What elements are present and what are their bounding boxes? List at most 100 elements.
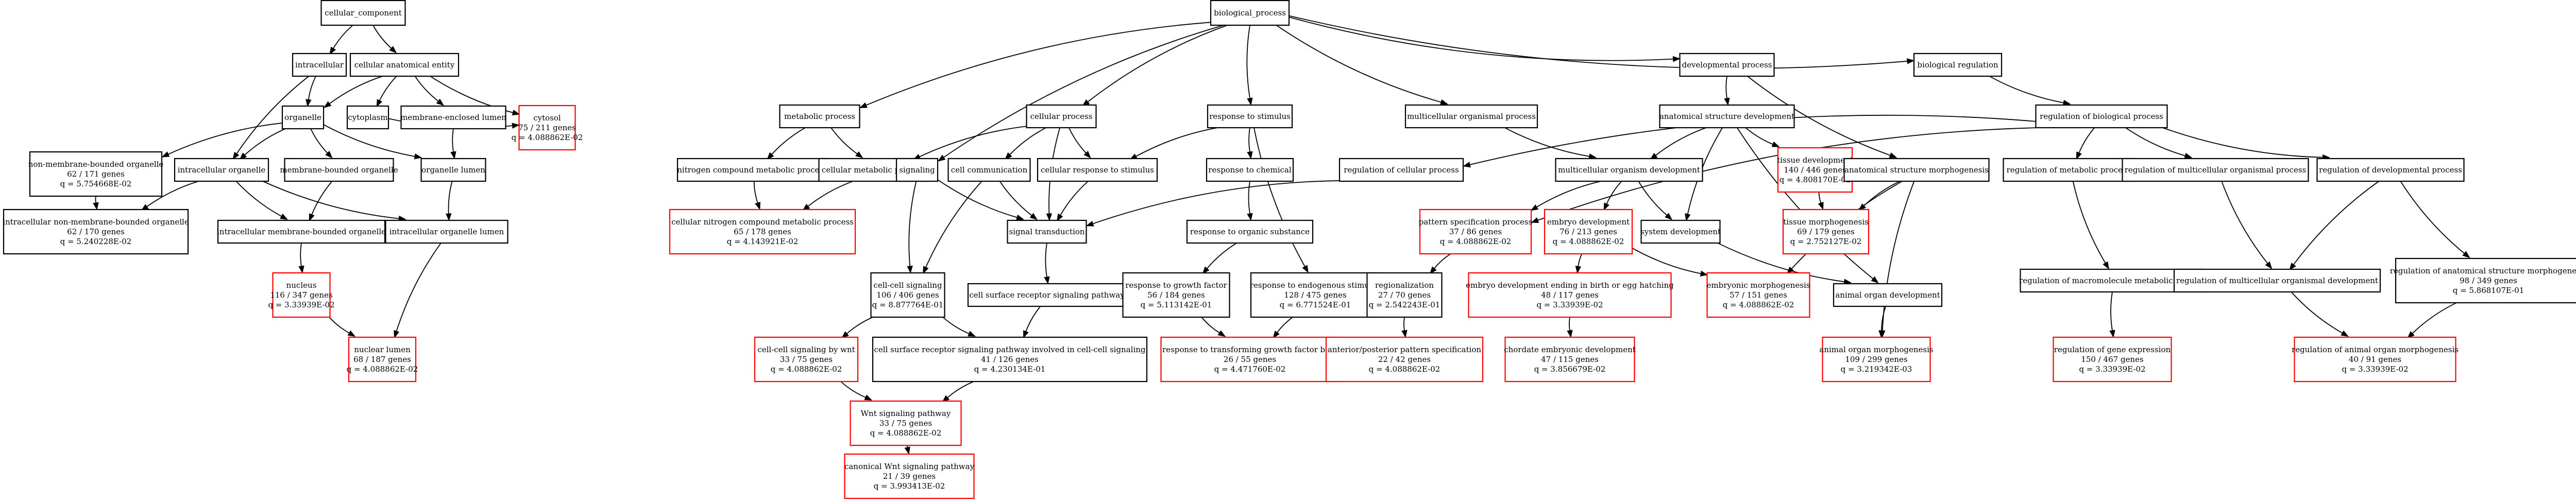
node-cytoplasm: cytoplasm <box>346 105 389 130</box>
edge-multicellular_organism_development-to-pattern_specification_process <box>1530 181 1601 211</box>
edge-intracellular_organelle-to-intracellular_organelle_lumen <box>262 181 406 222</box>
node-response-to-organic-substance: response to organic substance <box>1186 219 1314 244</box>
edge-biological_process-to-signaling <box>937 25 1224 162</box>
node-q-value: q = 4.143921E-02 <box>727 237 799 246</box>
edge-arrowhead <box>1202 266 1210 274</box>
edge-line <box>372 25 392 49</box>
edge-arrowhead <box>1567 330 1573 338</box>
node-gene-count: 76 / 213 genes <box>1560 227 1617 236</box>
node-box <box>1679 53 1775 77</box>
edge-regulation_of_macromolecule_metabolic_process-to-regulation_of_gene_expression <box>2109 291 2115 338</box>
edge-system_development-to-animal_organ_development <box>1717 243 1852 285</box>
edge-arrowhead <box>93 202 99 211</box>
node-gene-count: 47 / 115 genes <box>1541 355 1599 364</box>
edge-line <box>846 317 873 334</box>
node-gene-count: 106 / 406 genes <box>876 290 939 300</box>
edge-arrowhead <box>512 110 520 116</box>
node-regulation-of-multicellular-organismal-process: regulation of multicellular organismal p… <box>2122 158 2309 182</box>
node-term-label: cytoplasm <box>348 113 387 122</box>
edge-line <box>943 25 1224 158</box>
edge-arrowhead <box>1029 213 1038 220</box>
node-q-value: q = 5.113142E-01 <box>1141 300 1212 309</box>
edge-line <box>235 181 282 217</box>
node-term-label: cellular anatomical entity <box>354 60 455 70</box>
edge-regulation_of_anatomical_structure_morphogenesis-to-regulation_of_animal_organ_morphogenesis <box>2407 302 2457 339</box>
node-term-label: cell surface receptor signaling pathway … <box>874 345 1145 354</box>
edge-line <box>1569 317 1570 331</box>
node-anatomical-structure-morphogenesis: anatomical structure morphogenesis <box>1843 158 1990 182</box>
edge-animal_organ_development-to-animal_organ_morphogenesis <box>1878 306 1886 338</box>
edge-line <box>771 127 806 155</box>
node-box <box>947 158 1031 182</box>
edge-line <box>1818 192 1822 203</box>
node-box <box>2053 336 2172 383</box>
edge-line <box>1045 243 1047 278</box>
node-term-label: regulation of cellular process <box>1344 165 1459 175</box>
edge-arrowhead <box>1724 97 1730 106</box>
node-q-value: q = 2.542243E-01 <box>1369 300 1440 309</box>
edge-line <box>2221 181 2268 264</box>
edge-arrowhead <box>325 150 333 159</box>
node-box <box>272 272 331 318</box>
node-box <box>1555 158 1703 182</box>
edge-line <box>2293 181 2380 265</box>
node-q-value: q = 5.240228E-02 <box>60 237 132 246</box>
edge-multicellular_organismal_process-to-multicellular_organism_development <box>1504 127 1597 160</box>
edge-arrowhead <box>855 151 863 159</box>
node-q-value: q = 4.088862E-02 <box>512 133 583 142</box>
edge-line <box>311 181 333 215</box>
node-box <box>1026 104 1097 129</box>
edge-response_to_stimulus-to-response_to_endogenous_stimulus <box>1253 127 1309 273</box>
edge-regulation_of_metabolic_process-to-regulation_of_macromolecule_metabolic_process <box>2072 181 2109 270</box>
edge-arrowhead <box>968 331 976 337</box>
edge-arrowhead <box>2184 152 2193 159</box>
edge-arrowhead <box>280 213 288 220</box>
edge-cellular_metabolic_process-to-cellular_nitrogen_compound_metabolic_process <box>802 181 853 211</box>
edge-line <box>2291 291 2343 334</box>
node-box <box>217 219 386 244</box>
node-box <box>400 105 506 130</box>
edge-line <box>999 181 1032 216</box>
node-response-to-stimulus: response to stimulus <box>1207 104 1293 129</box>
node-q-value: q = 3.33939E-02 <box>1536 300 1603 309</box>
edge-intracellular_membrane_bounded_organelle-to-nucleus <box>298 243 304 274</box>
edge-biological_process-to-response_to_stimulus <box>1246 25 1253 106</box>
edge-line <box>1277 317 1293 333</box>
edge-regionalization-to-anterior_posterior_pattern_specification <box>1401 317 1408 338</box>
node-q-value: q = 4.471760E-02 <box>1214 365 1286 374</box>
node-term-label: nitrogen compound metabolic process <box>677 165 827 175</box>
edge-regulation_of_biological_process-to-regulation_of_multicellular_organismal_process <box>2125 127 2193 159</box>
edge-intracellular-to-organelle <box>306 76 316 107</box>
edge-anatomical_structure_development-to-multicellular_organism_development <box>1650 127 1707 160</box>
node-term-label: regulation of animal organ morphogenesis <box>2292 345 2459 354</box>
node-box <box>1122 272 1230 318</box>
edge-cellular_anatomical_entity-to-organelle <box>323 76 383 108</box>
node-box <box>1782 209 1870 255</box>
node-gene-count: 62 / 170 genes <box>67 227 125 236</box>
edge-cellular_anatomical_entity-to-cytoplasm <box>376 76 397 108</box>
node-box <box>1366 272 1443 318</box>
edge-intracellular_organelle-to-intracellular_membrane_bounded_organelle <box>235 181 288 220</box>
edge-line <box>919 126 1027 158</box>
node-gene-count: 128 / 475 genes <box>1284 290 1346 300</box>
edge-response_to_organic_substance-to-response_to_growth_factor <box>1202 243 1237 274</box>
edge-biological_process-to-multicellular_organismal_process <box>1276 25 1448 105</box>
edge-arrowhead <box>2265 261 2273 269</box>
node-box <box>420 158 486 182</box>
edge-arrowhead <box>1247 213 1253 221</box>
node-box <box>2316 158 2465 182</box>
node-gene-count: 69 / 179 genes <box>1797 227 1855 236</box>
node-gene-count: 48 / 117 genes <box>1541 290 1599 300</box>
edge-arrowhead <box>306 99 312 107</box>
node-gene-count: 57 / 151 genes <box>1730 290 1787 300</box>
edge-line <box>753 181 758 203</box>
edge-line <box>1025 306 1041 332</box>
node-regulation-of-anatomical-structure-morphogenesis: regulation of anatomical structure morph… <box>2390 257 2576 304</box>
edge-line <box>379 76 397 101</box>
edge-anatomical_structure_morphogenesis-to-animal_organ_morphogenesis <box>1879 181 1915 338</box>
node-term-label: organelle lumen <box>421 165 485 175</box>
edge-line <box>1060 181 1089 216</box>
edge-arrowhead <box>323 101 332 108</box>
edge-multicellular_organism_development-to-embryo_development <box>1603 181 1622 211</box>
